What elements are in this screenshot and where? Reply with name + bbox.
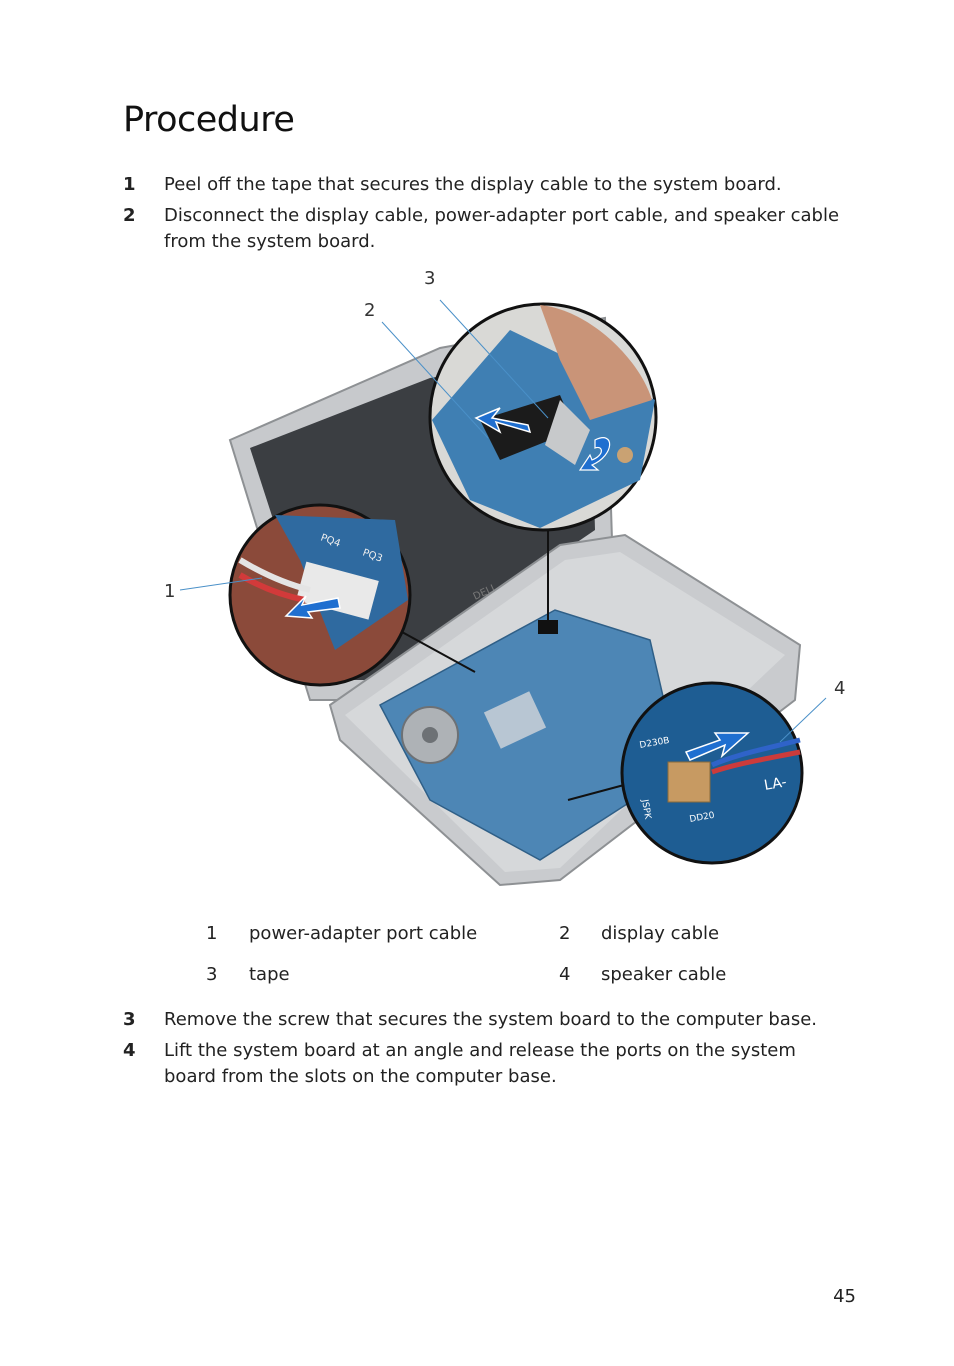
legend-number: 1 [206, 923, 218, 944]
zoom-circle-speaker-cable: D230B LA- JSPK DD20 [620, 681, 804, 865]
board-label: JSPK [639, 798, 653, 821]
arrow-right-icon [684, 732, 750, 761]
step-text: Disconnect the display cable, power-adap… [164, 205, 840, 252]
step-1: 1 Peel off the tape that secures the dis… [123, 172, 843, 198]
zoom-circle-display-cable [428, 302, 658, 532]
legend-label: tape [249, 964, 290, 985]
legend-label: display cable [601, 923, 720, 944]
step-number: 3 [123, 1009, 136, 1030]
callout-1: 1 [164, 581, 175, 602]
page-heading: Procedure [123, 100, 295, 140]
legend-label: speaker cable [601, 964, 727, 985]
step-4: 4 Lift the system board at an angle and … [123, 1038, 843, 1090]
step-text: Lift the system board at an angle and re… [164, 1040, 796, 1087]
step-number: 1 [123, 174, 136, 195]
page-number: 45 [833, 1286, 856, 1307]
step-text: Remove the screw that secures the system… [164, 1009, 818, 1030]
arrow-left-icon [474, 407, 532, 434]
legend-number: 2 [559, 923, 571, 944]
board-chip [483, 691, 547, 749]
step-text: Peel off the tape that secures the displ… [164, 174, 782, 195]
curved-arrow-icon [578, 437, 611, 471]
board-label: DD20 [689, 811, 716, 825]
legend-label: power-adapter port cable [249, 923, 478, 944]
callout-4: 4 [834, 678, 845, 699]
callout-2: 2 [364, 300, 375, 321]
step-number: 4 [123, 1040, 136, 1061]
callout-3: 3 [424, 268, 435, 289]
display-connector [538, 620, 558, 634]
arrow-left-icon [284, 595, 341, 619]
step-2: 2 Disconnect the display cable, power-ad… [123, 203, 843, 255]
step-number: 2 [123, 205, 136, 226]
procedure-illustration: DELL PQ4 PQ3 D230B LA- JSPK DD20 [164, 268, 845, 887]
step-3: 3 Remove the screw that secures the syst… [123, 1007, 843, 1033]
board-label: LA- [763, 774, 788, 794]
legend-number: 4 [559, 964, 571, 985]
zoom-circle-power-cable: PQ4 PQ3 [228, 503, 412, 687]
legend-number: 3 [206, 964, 218, 985]
